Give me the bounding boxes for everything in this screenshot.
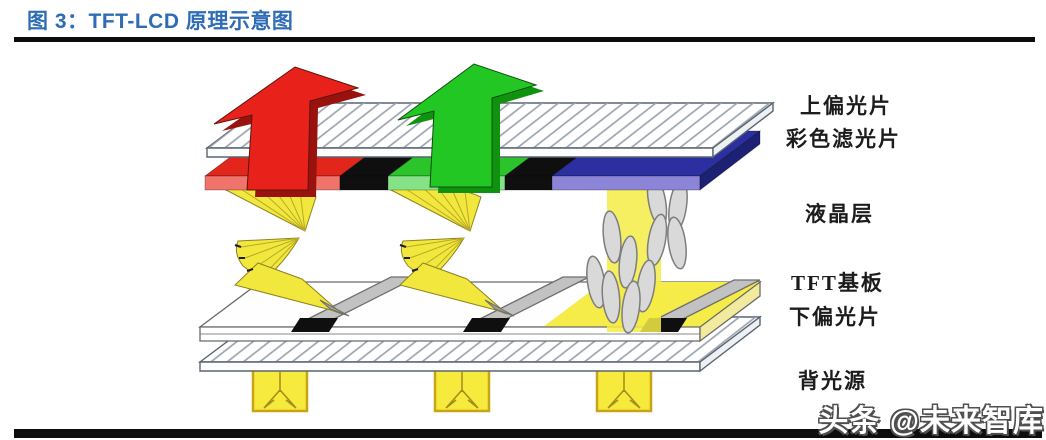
backlight-lamp-icon (251, 365, 309, 413)
label-color-filter: 彩色滤光片 (786, 127, 901, 151)
watermark: 头条 @未来智库 (818, 405, 1044, 438)
label-backlight: 背光源 (798, 369, 867, 393)
tft-chips (291, 318, 687, 332)
figure-title: 图 3：TFT-LCD 原理示意图 (27, 10, 294, 33)
green-light-arrow-icon (397, 63, 544, 193)
label-liquid-crystal: 液晶层 (805, 202, 874, 226)
label-tft-substrate: TFT基板 (791, 271, 884, 295)
label-upper-polarizer: 上偏光片 (800, 94, 892, 118)
title-divider (14, 37, 1035, 42)
backlight-lamps (251, 365, 653, 413)
red-light-arrow-icon (213, 66, 366, 197)
bottom-divider (14, 429, 1042, 438)
label-lower-polarizer: 下偏光片 (789, 305, 881, 329)
lc-molecules (586, 174, 688, 334)
